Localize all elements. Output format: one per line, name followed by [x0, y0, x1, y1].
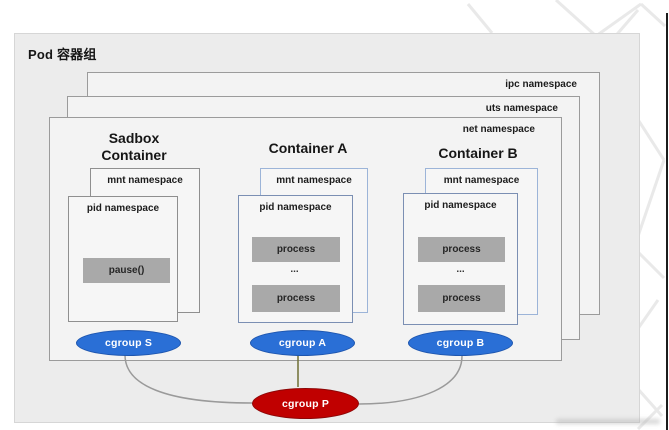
container-b-process-block-1: process — [418, 237, 505, 262]
cgroup-s-ellipse: cgroup S — [76, 330, 181, 356]
blurred-watermark — [556, 419, 660, 424]
sandbox-title-line2: Container — [101, 147, 167, 163]
net-namespace-label: net namespace — [462, 124, 535, 135]
container-b-process-block-2: process — [418, 285, 505, 312]
container-a-mnt-label: mnt namespace — [276, 175, 352, 186]
sandbox-pid-namespace-box: pid namespace pause() — [68, 196, 178, 322]
cgroup-p-ellipse: cgroup P — [252, 388, 359, 419]
uts-namespace-label: uts namespace — [485, 103, 558, 114]
container-b-ellipsis: ... — [456, 264, 465, 275]
container-a-process-block-1: process — [252, 237, 340, 262]
sandbox-container-title: Sadbox Container — [84, 130, 184, 164]
cgroup-a-ellipse: cgroup A — [250, 330, 355, 356]
pod-title: Pod 容器组 — [28, 47, 97, 62]
container-b-mnt-label: mnt namespace — [443, 175, 520, 186]
container-b-pid-namespace-box: pid namespace process ... process — [403, 193, 518, 325]
container-a-pid-label: pid namespace — [259, 202, 332, 213]
ipc-namespace-label: ipc namespace — [505, 79, 577, 90]
container-b-pid-label: pid namespace — [424, 200, 497, 211]
sandbox-title-line1: Sadbox — [108, 130, 160, 146]
pause-process-block: pause() — [83, 258, 170, 283]
container-a-pid-namespace-box: pid namespace process ... process — [238, 195, 353, 323]
sandbox-mnt-label: mnt namespace — [107, 175, 183, 186]
cgroup-b-ellipse: cgroup B — [408, 330, 513, 356]
container-b-title: Container B — [438, 145, 518, 161]
screen-edge-line — [666, 13, 668, 430]
sandbox-pid-label: pid namespace — [86, 203, 160, 214]
container-a-ellipsis: ... — [290, 264, 299, 275]
container-a-process-block-2: process — [252, 285, 340, 312]
container-a-title: Container A — [268, 140, 348, 156]
